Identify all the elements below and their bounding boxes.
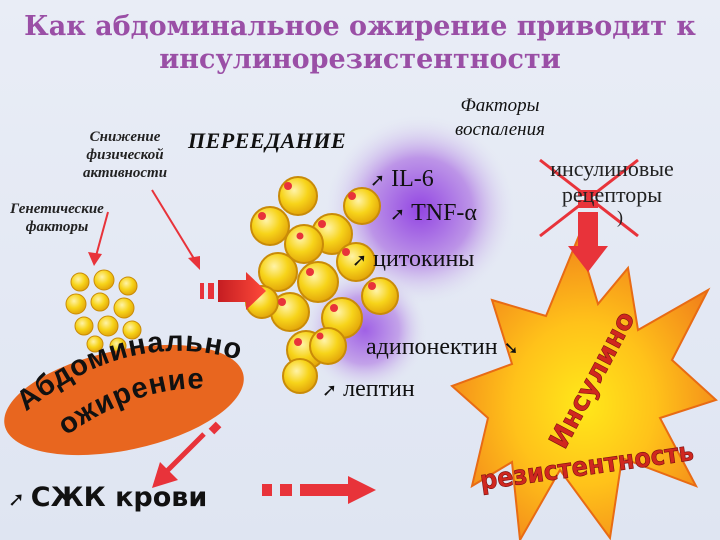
page-title: Как абдоминальное ожирение приводит к ин… bbox=[0, 10, 720, 76]
diagonal-arrow-ffa bbox=[152, 421, 222, 488]
thin-arrows bbox=[88, 189, 200, 270]
adiponectin-item: адипонектин➘ bbox=[366, 334, 519, 360]
arrow-up-right-icon: ➚ bbox=[390, 204, 406, 224]
bottom-arrow-burst bbox=[262, 476, 376, 504]
activity-label: Снижение физической активности bbox=[82, 129, 168, 181]
cytokines-item: ➚цитокины bbox=[352, 246, 475, 272]
arrow-up-right-icon: ➚ bbox=[8, 487, 25, 511]
arrow-up-right-icon: ➚ bbox=[352, 250, 368, 270]
ffa-label: ➚СЖК крови bbox=[8, 482, 208, 513]
genetic-label: Генетические факторы bbox=[10, 201, 104, 235]
inflammation-header: Факторы воспаления bbox=[455, 95, 545, 140]
arrow-down-right-icon: ➘ bbox=[503, 338, 519, 358]
title-line-2: инсулинорезистентности bbox=[159, 44, 561, 75]
insulin-resistance-burst bbox=[450, 235, 718, 540]
arrow-up-right-icon: ➚ bbox=[370, 170, 386, 190]
block-arrow-cells bbox=[200, 272, 266, 310]
fat-cell-cluster bbox=[245, 176, 399, 394]
small-cell-cluster bbox=[65, 269, 142, 355]
arrow-up-right-icon: ➚ bbox=[322, 380, 338, 400]
overeating-label: ПЕРЕЕДАНИЕ bbox=[188, 128, 347, 153]
il6-item: ➚IL-6 bbox=[370, 166, 434, 192]
title-line-1: Как абдоминальное ожирение приводит к bbox=[24, 11, 696, 42]
insulin-receptors-label: инсулиновые рецепторы ) bbox=[550, 156, 674, 227]
leptin-item: ➚лептин bbox=[322, 376, 415, 402]
receptor-down-arrow bbox=[568, 190, 608, 272]
receptor-cross bbox=[539, 158, 639, 238]
obesity-ellipse bbox=[4, 344, 244, 456]
tnf-item: ➚TNF-α bbox=[390, 200, 477, 226]
